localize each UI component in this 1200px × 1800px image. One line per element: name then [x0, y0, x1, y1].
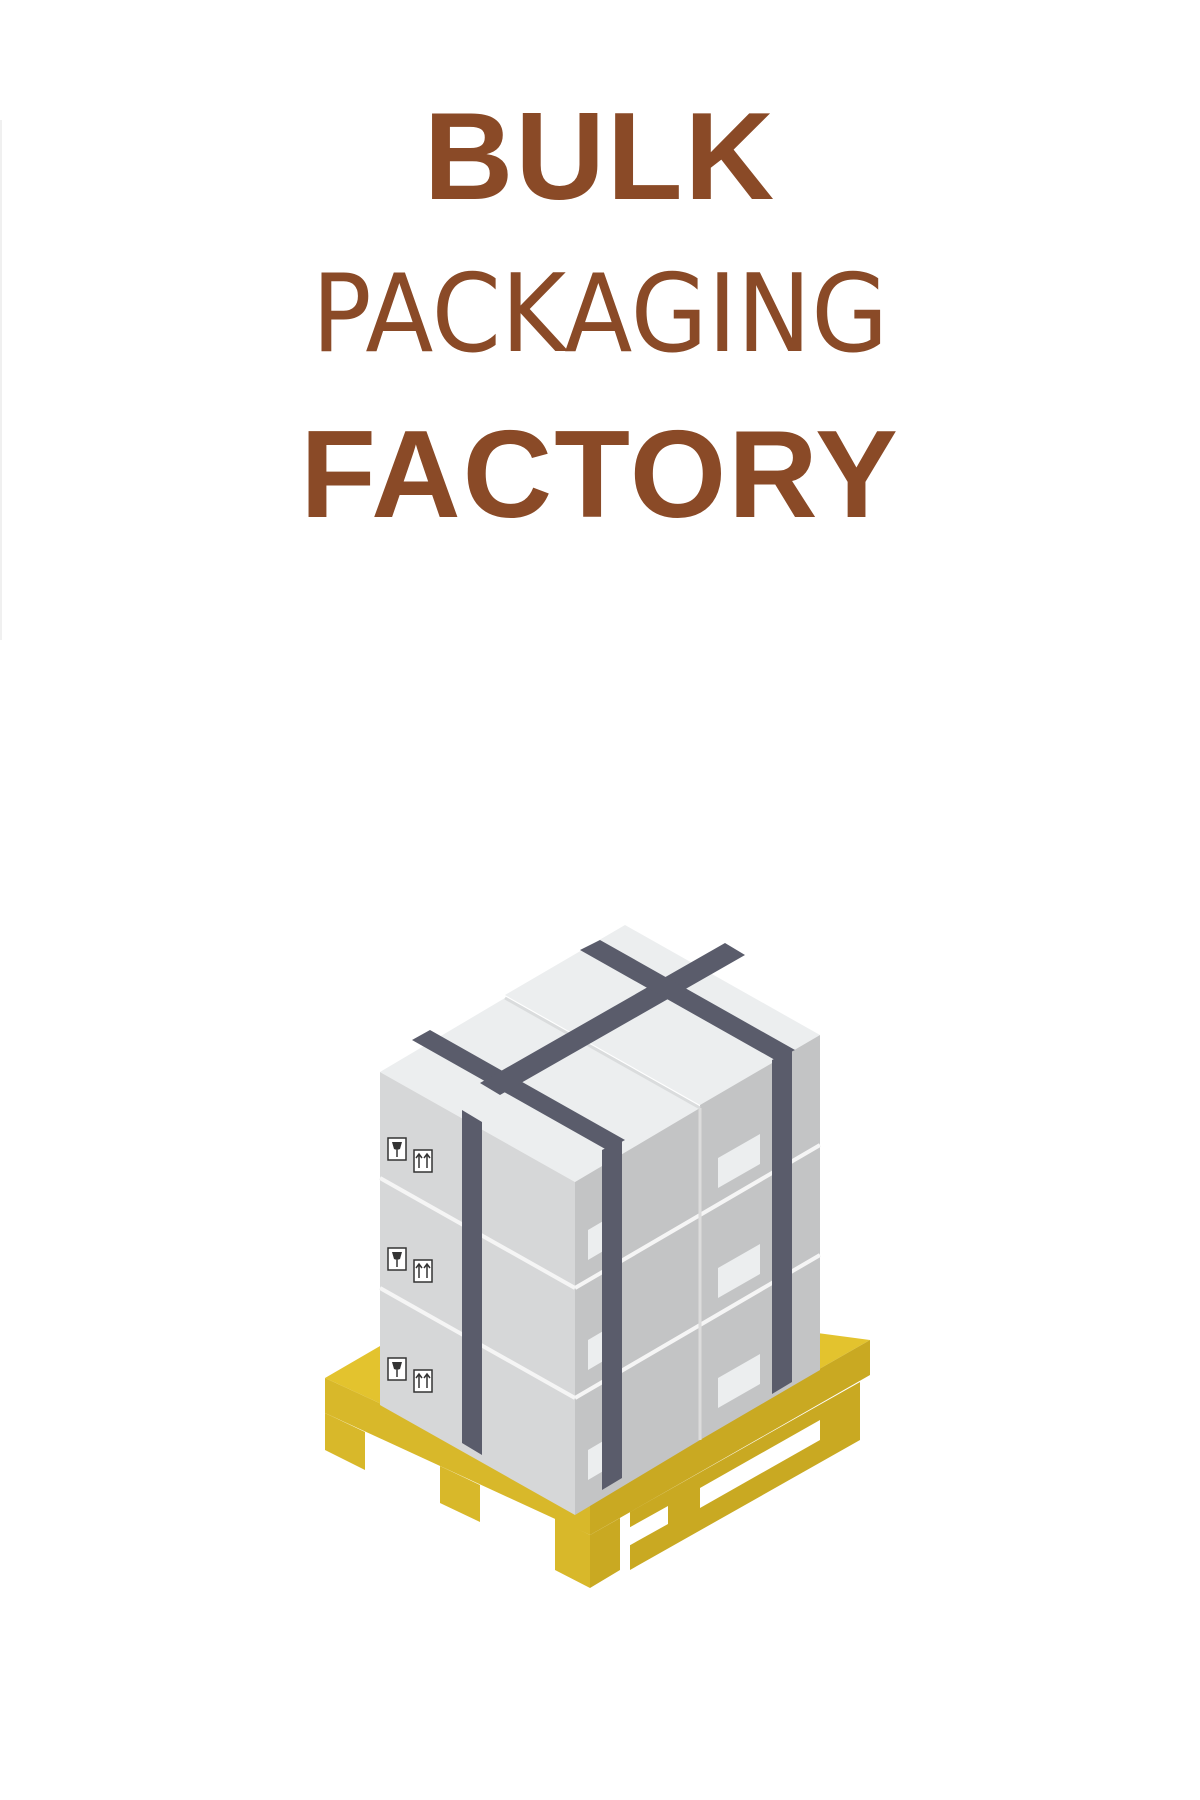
strap-right-vertical — [772, 1050, 792, 1394]
box-label-window-2 — [718, 1244, 760, 1298]
box-seam-top — [504, 996, 701, 1110]
strap-top-diagonal-1 — [412, 1030, 625, 1150]
fragile-icon — [387, 1137, 407, 1161]
this-side-up-icon — [413, 1149, 433, 1173]
strap-top-diagonal-3 — [580, 940, 795, 1060]
box-label-window-6 — [588, 1440, 605, 1480]
pallet-deck-left — [325, 1378, 590, 1535]
pallet-foot-left — [325, 1413, 365, 1470]
this-side-up-icon — [413, 1369, 433, 1393]
strap-front-vertical — [602, 1140, 622, 1490]
box-label-window-4 — [588, 1220, 605, 1260]
title-bulk: BULK — [423, 88, 777, 226]
box-label-window-5 — [588, 1330, 605, 1370]
fragile-icon — [387, 1247, 407, 1271]
this-side-up-icon — [413, 1259, 433, 1283]
fragile-icon — [387, 1357, 407, 1381]
box-front-top — [380, 998, 700, 1182]
strap-top-diagonal-2 — [480, 943, 745, 1095]
box-label-window-1 — [718, 1134, 760, 1188]
pallet-foot-middle — [440, 1466, 480, 1522]
pallet-foot-front — [555, 1518, 590, 1588]
title-block: BULK PACKAGING FACTORY — [0, 95, 1200, 537]
strap-left-vertical — [462, 1110, 482, 1455]
pallet-slot-hole-1 — [700, 1420, 820, 1508]
title-packaging: PACKAGING — [311, 252, 889, 377]
box-stack — [379, 925, 822, 1515]
pallet-foot-front-right — [590, 1518, 620, 1588]
box-back-right-top — [505, 925, 820, 1105]
pallet-deck-right — [590, 1340, 870, 1535]
left-edge-line — [0, 120, 2, 640]
box-label-window-3 — [718, 1354, 760, 1408]
pallet-slot-hole-2 — [625, 1506, 668, 1548]
title-factory: FACTORY — [300, 406, 900, 544]
